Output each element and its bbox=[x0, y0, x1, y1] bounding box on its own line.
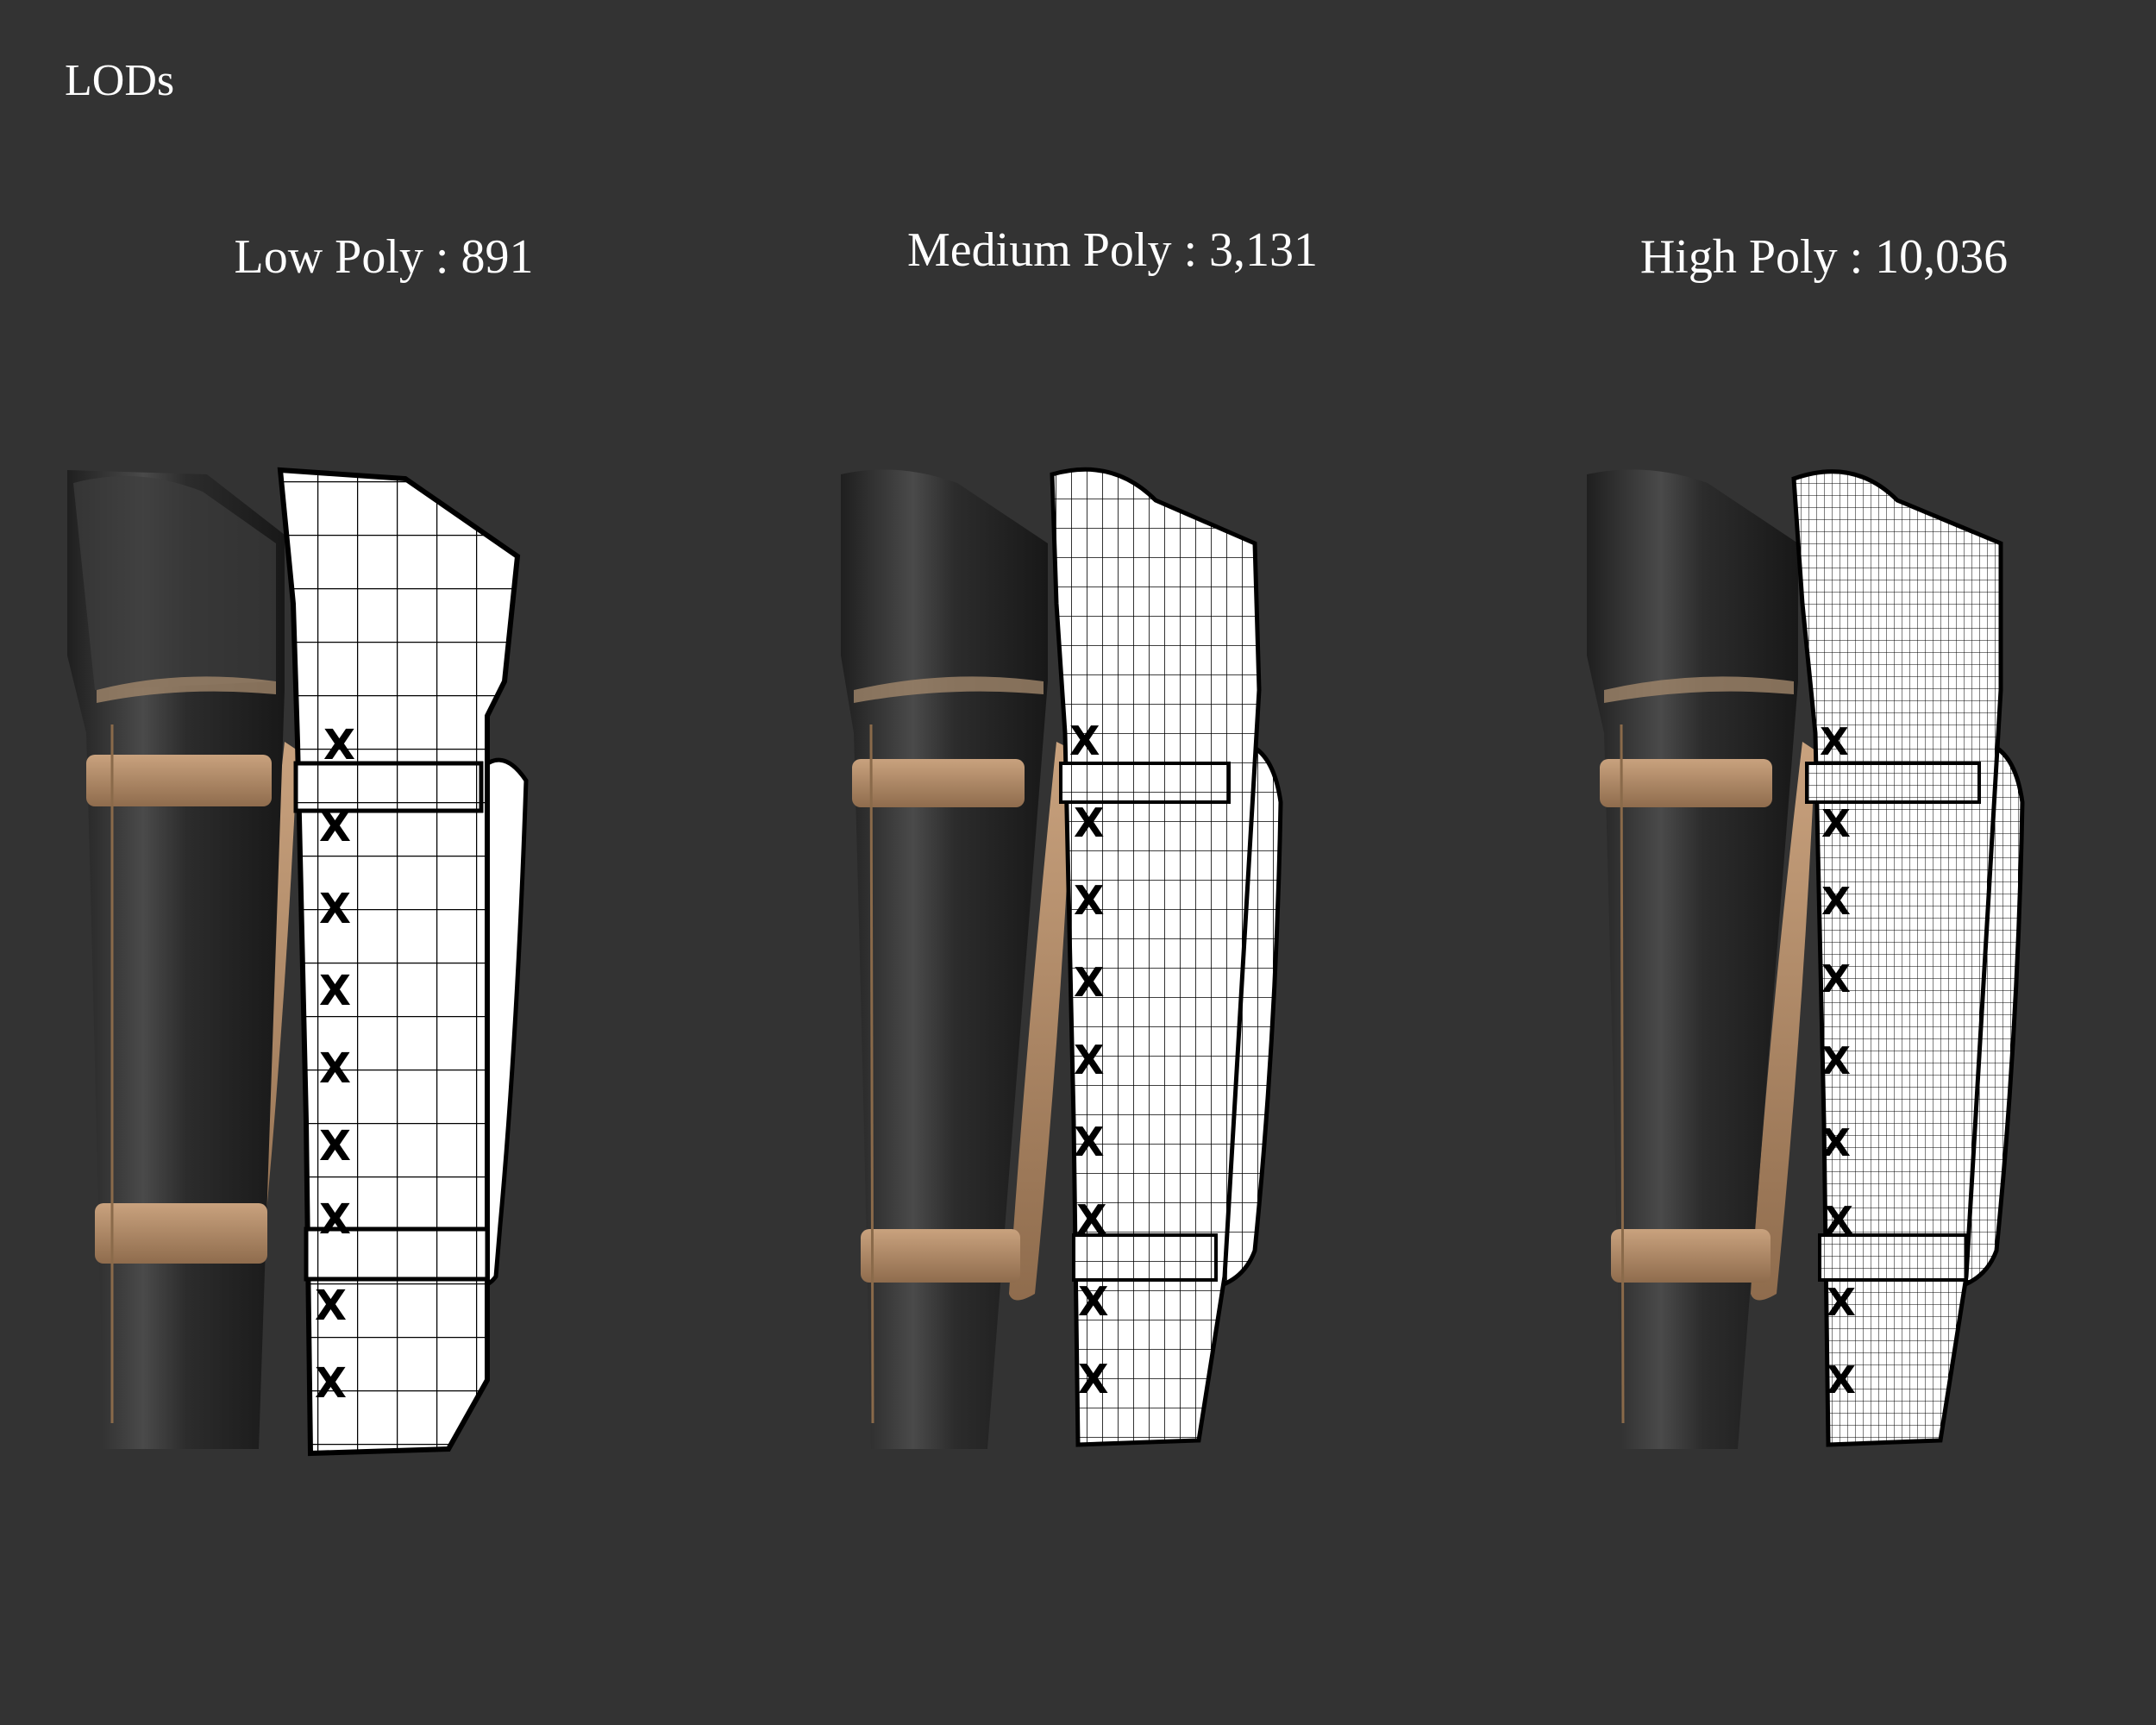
svg-text:X: X bbox=[1074, 800, 1104, 846]
svg-text:X: X bbox=[1821, 802, 1851, 846]
svg-text:X: X bbox=[1821, 1121, 1851, 1165]
svg-text:X: X bbox=[319, 1044, 351, 1093]
svg-text:X: X bbox=[1074, 877, 1104, 924]
lod-label-medium: Medium Poly : 3,131 bbox=[906, 223, 1319, 277]
svg-text:X: X bbox=[1820, 720, 1849, 764]
lod-label-low: Low Poly : 891 bbox=[234, 230, 534, 284]
lod-label-high: High Poly : 10,036 bbox=[1639, 230, 2009, 284]
page-title: LODs bbox=[65, 56, 175, 105]
svg-text:X: X bbox=[315, 1282, 347, 1330]
svg-text:X: X bbox=[1821, 957, 1851, 1001]
quiver-wireframe-medium: X X X X X X X X X bbox=[1050, 467, 1283, 1447]
quiver-render-high bbox=[1587, 469, 1815, 1449]
svg-text:X: X bbox=[319, 967, 351, 1015]
svg-text:X: X bbox=[1821, 1039, 1851, 1083]
svg-text:X: X bbox=[1824, 1199, 1853, 1243]
svg-text:X: X bbox=[1074, 1119, 1104, 1165]
svg-text:X: X bbox=[323, 721, 355, 769]
svg-text:X: X bbox=[1827, 1358, 1856, 1402]
svg-text:X: X bbox=[315, 1359, 347, 1408]
svg-text:X: X bbox=[1078, 1278, 1108, 1325]
svg-text:X: X bbox=[319, 803, 351, 851]
quiver-render-medium bbox=[841, 469, 1074, 1449]
svg-text:X: X bbox=[319, 885, 351, 933]
svg-text:X: X bbox=[1827, 1281, 1856, 1325]
svg-text:X: X bbox=[1074, 1037, 1104, 1083]
svg-text:X: X bbox=[1078, 1356, 1108, 1402]
lod-group-medium: X X X X X X X X X bbox=[841, 467, 1283, 1449]
quiver-wireframe-high: X X X X X X X X X bbox=[1791, 469, 2025, 1447]
svg-text:X: X bbox=[1074, 959, 1104, 1006]
svg-text:X: X bbox=[1821, 880, 1851, 924]
quiver-render-low bbox=[67, 470, 298, 1449]
quiver-wireframe-low: X X X X X X X X X bbox=[277, 467, 529, 1457]
svg-text:X: X bbox=[1076, 1196, 1106, 1243]
svg-text:X: X bbox=[319, 1195, 351, 1244]
svg-text:X: X bbox=[1069, 718, 1100, 764]
svg-text:X: X bbox=[319, 1122, 351, 1170]
lod-group-high: X X X X X X X X X bbox=[1587, 469, 2025, 1449]
lod-group-low: X X X X X X X X X bbox=[67, 467, 529, 1457]
